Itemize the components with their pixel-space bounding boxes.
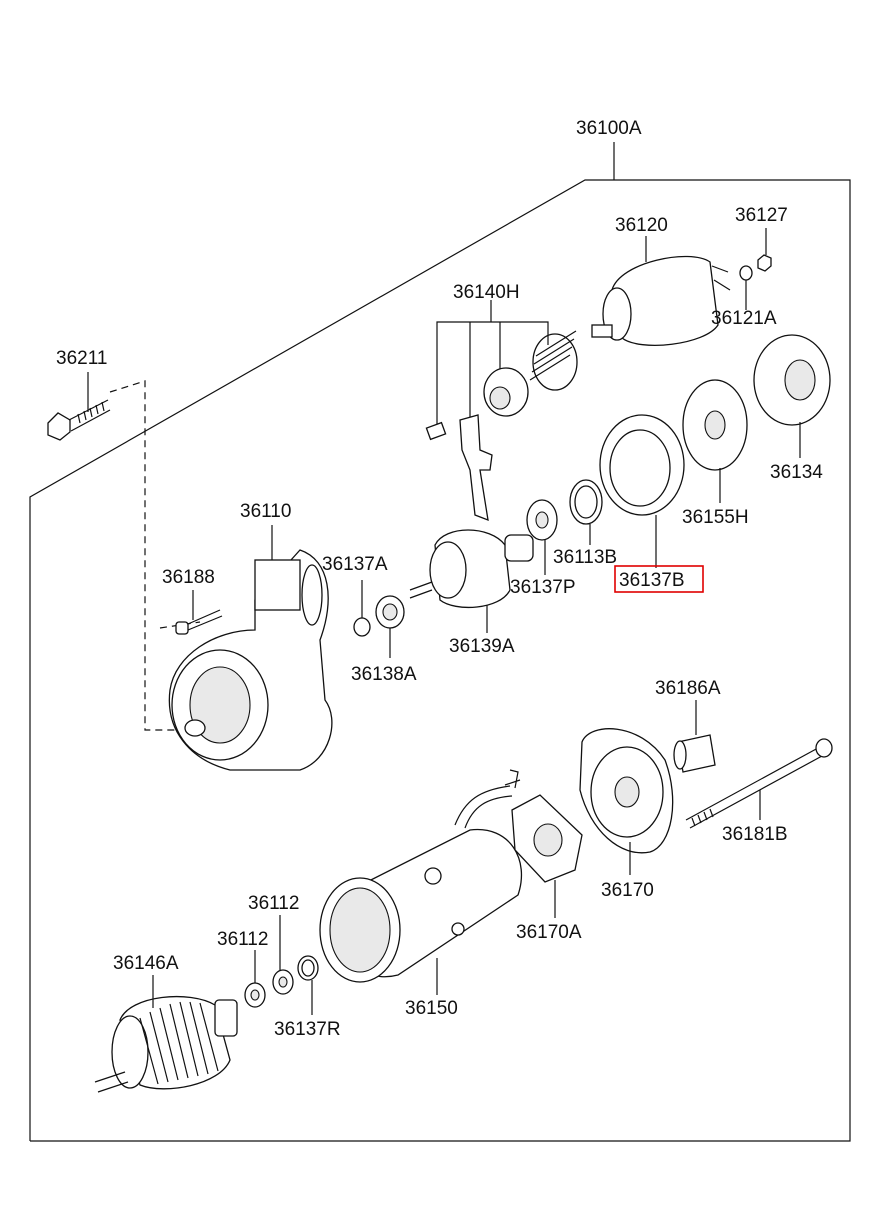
label-36121A: 36121A bbox=[711, 308, 777, 329]
label-36112-b: 36112 bbox=[217, 929, 268, 950]
label-36127: 36127 bbox=[735, 205, 788, 226]
label-36137P: 36137P bbox=[510, 577, 576, 598]
label-36188: 36188 bbox=[162, 567, 215, 588]
part-36127-nut bbox=[757, 228, 772, 272]
part-36137P-washer bbox=[526, 499, 558, 575]
part-36112-washer-a bbox=[244, 950, 266, 1008]
label-36155H: 36155H bbox=[682, 507, 749, 528]
part-36110-front-housing bbox=[168, 525, 333, 771]
part-36150-yoke bbox=[319, 785, 523, 995]
part-labels: 36100A 36120 36127 36140H 36121A 36211 3… bbox=[56, 118, 823, 1040]
part-36188-screw bbox=[175, 590, 223, 635]
part-36170-rear-bracket bbox=[579, 728, 674, 875]
label-36137A: 36137A bbox=[322, 554, 388, 575]
part-36137B-ring bbox=[599, 414, 685, 568]
part-36146A-armature bbox=[94, 975, 238, 1093]
part-36134-cover bbox=[753, 334, 831, 458]
label-36170: 36170 bbox=[601, 880, 654, 901]
label-36181B: 36181B bbox=[722, 824, 788, 845]
part-36139A-pinion bbox=[409, 529, 534, 633]
label-36170A: 36170A bbox=[516, 922, 582, 943]
assembly-frame bbox=[29, 142, 851, 1142]
label-36113B: 36113B bbox=[553, 547, 617, 568]
part-36121A-washer bbox=[739, 265, 753, 310]
part-36137A-ring bbox=[353, 580, 371, 637]
part-36137R-ring bbox=[297, 955, 319, 1015]
part-36112-washer-b bbox=[272, 915, 294, 995]
part-36120-solenoid bbox=[591, 236, 731, 346]
label-36110: 36110 bbox=[240, 501, 291, 522]
part-36211-bolt bbox=[47, 372, 111, 441]
label-36134: 36134 bbox=[770, 462, 823, 483]
label-36137B: 36137B bbox=[619, 570, 685, 591]
highlight-box-36137B bbox=[614, 565, 704, 593]
part-36186A-bushing bbox=[673, 700, 716, 773]
label-36140H: 36140H bbox=[453, 282, 520, 303]
part-36155H-holder bbox=[682, 379, 748, 503]
label-36137R: 36137R bbox=[274, 1019, 341, 1040]
label-36146A: 36146A bbox=[113, 953, 179, 974]
label-36120: 36120 bbox=[615, 215, 668, 236]
part-36181B-through-bolt bbox=[685, 738, 833, 829]
label-36150: 36150 bbox=[405, 998, 458, 1019]
label-36100A: 36100A bbox=[576, 118, 642, 139]
label-36211: 36211 bbox=[56, 348, 107, 369]
part-36170A-brush-holder bbox=[504, 769, 583, 918]
part-36140H-lever-set bbox=[425, 300, 578, 522]
alignment-dash-lines bbox=[109, 380, 201, 731]
label-36139A: 36139A bbox=[449, 636, 515, 657]
part-36138A-collar bbox=[375, 595, 405, 658]
label-36138A: 36138A bbox=[351, 664, 417, 685]
label-36186A: 36186A bbox=[655, 678, 721, 699]
label-36112-a: 36112 bbox=[248, 893, 299, 914]
part-36113B-ring bbox=[569, 479, 603, 545]
